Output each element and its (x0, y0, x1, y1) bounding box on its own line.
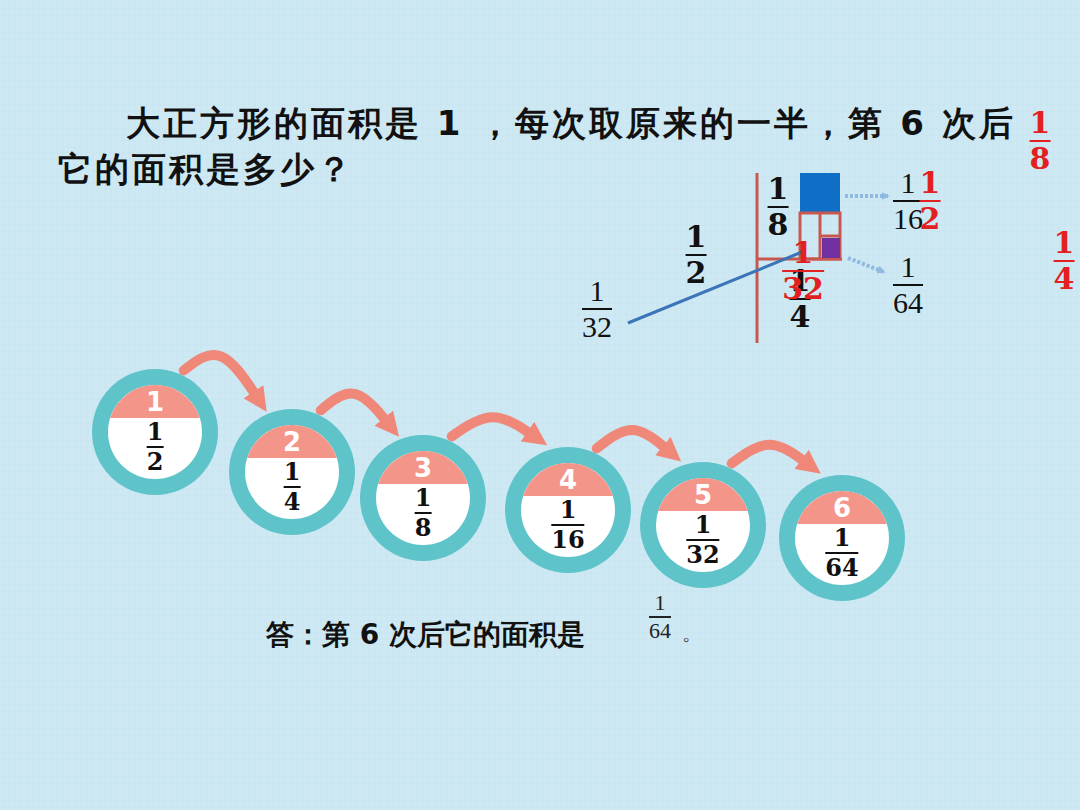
denominator: 2 (920, 204, 941, 234)
fraction: 12 (920, 168, 941, 234)
fraction-bar (782, 270, 824, 272)
curved-arrow (732, 445, 808, 464)
curved-arrow (321, 394, 389, 424)
numerator: 1 (686, 222, 707, 252)
denominator: 8 (768, 210, 789, 240)
fraction-bar (920, 200, 941, 202)
denominator: 4 (284, 490, 301, 514)
fraction-bar (768, 206, 789, 208)
dotted-arrow (848, 258, 884, 272)
fraction-bar (415, 512, 432, 514)
fraction: 164 (893, 252, 923, 318)
denominator: 64 (649, 620, 671, 642)
fraction: 116 (551, 498, 584, 552)
step-circle: 214 (228, 408, 356, 536)
step-circle: 4116 (504, 446, 632, 574)
fraction-bar (893, 200, 923, 202)
denominator: 32 (582, 312, 612, 342)
fraction: 132 (582, 276, 612, 342)
fraction: 164 (825, 526, 858, 580)
step-number: 3 (359, 455, 487, 481)
numerator: 1 (901, 252, 916, 282)
numerator: 1 (1030, 108, 1051, 138)
fraction: 132 (782, 238, 824, 304)
numerator: 1 (590, 276, 605, 306)
fraction-bar (825, 552, 858, 554)
fraction-bar (686, 254, 707, 256)
denominator: 4 (790, 302, 811, 332)
step-circle: 5132 (639, 461, 767, 589)
fraction-bar (893, 284, 923, 286)
step-number: 4 (504, 467, 632, 493)
leader-line (628, 252, 802, 323)
purple-square (822, 238, 840, 258)
denominator: 8 (415, 516, 432, 540)
step-circle: 6164 (778, 474, 906, 602)
numerator: 1 (834, 526, 851, 550)
step-circle: 318 (359, 434, 487, 562)
denominator: 4 (1054, 264, 1075, 294)
full-stop: 。 (682, 620, 702, 647)
numerator: 1 (560, 498, 577, 522)
fraction-bar (1030, 140, 1051, 142)
fraction-bar (649, 616, 671, 618)
numerator: 1 (901, 168, 916, 198)
numerator: 1 (768, 174, 789, 204)
curved-arrow (597, 430, 669, 451)
fraction: 14 (284, 460, 301, 514)
numerator: 1 (284, 460, 301, 484)
denominator: 16 (893, 204, 923, 234)
fraction-bar (284, 486, 301, 488)
dotted-arrow (845, 194, 888, 198)
fraction: 18 (768, 174, 789, 240)
denominator: 2 (686, 258, 707, 288)
denominator: 64 (893, 288, 923, 318)
square-edge (820, 235, 840, 238)
step-circle: 112 (91, 368, 219, 496)
numerator: 1 (695, 513, 712, 537)
step-number: 5 (639, 482, 767, 508)
question-title: 大正方形的面积是 1 ，每次取原来的一半，第 6 次后它的面积是多少？ (58, 100, 1018, 192)
answer-text: 答：第 6 次后它的面积是 (266, 616, 585, 654)
denominator: 16 (551, 528, 584, 552)
fraction-bar (582, 308, 612, 310)
fraction: 12 (686, 222, 707, 288)
numerator: 1 (147, 420, 164, 444)
numerator: 1 (793, 238, 814, 268)
denominator: 32 (686, 543, 719, 567)
fraction: 18 (415, 486, 432, 540)
fraction: 164 (649, 592, 671, 642)
fraction-bar (686, 539, 719, 541)
fraction: 14 (1054, 228, 1075, 294)
step-number: 1 (91, 389, 219, 415)
fraction-bar (1054, 260, 1075, 262)
fraction: 132 (686, 513, 719, 567)
step-number: 6 (778, 495, 906, 521)
fraction: 18 (1030, 108, 1051, 174)
numerator: 1 (1054, 228, 1075, 258)
denominator: 2 (147, 450, 164, 474)
numerator: 1 (415, 486, 432, 510)
denominator: 32 (782, 274, 824, 304)
numerator: 1 (655, 592, 666, 614)
fraction-bar (147, 446, 164, 448)
numerator: 1 (920, 168, 941, 198)
blue-square (800, 173, 840, 213)
curved-arrow (452, 417, 534, 436)
fraction: 116 (893, 168, 923, 234)
fraction-bar (551, 524, 584, 526)
denominator: 8 (1030, 144, 1051, 174)
denominator: 64 (825, 556, 858, 580)
step-number: 2 (228, 429, 356, 455)
fraction: 12 (147, 420, 164, 474)
